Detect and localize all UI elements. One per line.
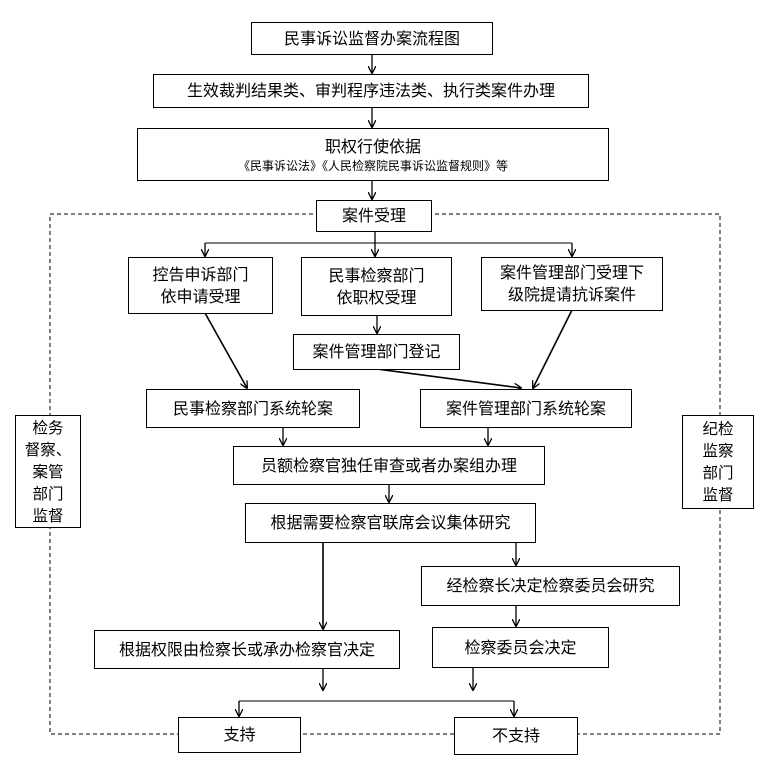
- civil-line2: 依职权受理: [336, 287, 417, 307]
- not-support-box: 不支持: [454, 717, 578, 755]
- committee-decision-label: 检察委员会决定: [464, 637, 577, 657]
- authority-decision-label: 根据权限由检察长或承办检察官决定: [118, 639, 375, 659]
- not-support-label: 不支持: [491, 726, 540, 745]
- right-side-line: 纪检: [702, 420, 734, 438]
- complaint-line2: 依申请受理: [160, 286, 241, 306]
- casemgmt-rotation-box: 案件管理部门系统轮案: [420, 389, 632, 428]
- committee-study-label: 经检察长决定检察委员会研究: [446, 576, 655, 595]
- right-supervision-box: 纪检 监察 部门 监督: [682, 415, 754, 509]
- left-side-line: 检务: [32, 418, 64, 437]
- scope-label: 生效裁判结果类、审判程序违法类、执行类案件办理: [186, 81, 555, 100]
- review-box: 员额检察官独任审查或者办案组办理: [233, 446, 545, 485]
- arrow-complaint-to-civil-rotation: [204, 312, 247, 388]
- complaint-line1: 控告申诉部门: [152, 264, 249, 284]
- registration-box: 案件管理部门登记: [293, 334, 460, 370]
- left-side-line: 案管: [32, 462, 64, 481]
- casemgmt-line1: 案件管理部门受理下: [499, 263, 644, 282]
- basis-box: 职权行使依据 《民事诉讼法》《人民检察院民事诉讼监督规则》等: [137, 128, 609, 181]
- authority-decision-box: 根据权限由检察长或承办检察官决定: [94, 630, 400, 669]
- acceptance-box: 案件受理: [316, 200, 432, 232]
- acceptance-label: 案件受理: [341, 206, 406, 225]
- right-side-line: 监督: [702, 486, 734, 504]
- title-label: 民事诉讼监督办案流程图: [283, 28, 460, 48]
- review-label: 员额检察官独任审查或者办案组办理: [260, 455, 517, 475]
- joint-meeting-label: 根据需要检察官联席会议集体研究: [270, 513, 511, 532]
- left-side-line: 督察、: [24, 440, 72, 459]
- right-side-line: 监察: [702, 442, 734, 460]
- arrow-registration-to-casemgmt-rotation: [376, 368, 521, 388]
- title-box: 民事诉讼监督办案流程图: [251, 22, 493, 55]
- casemgmt-line2: 级院提请抗诉案件: [507, 285, 636, 304]
- committee-study-box: 经检察长决定检察委员会研究: [421, 566, 680, 606]
- left-side-line: 监督: [32, 506, 64, 525]
- basis-title: 职权行使依据: [324, 136, 421, 156]
- civil-rotation-label: 民事检察部门系统轮案: [172, 398, 333, 418]
- civil-rotation-box: 民事检察部门系统轮案: [146, 389, 360, 428]
- casemgmt-rotation-label: 案件管理部门系统轮案: [445, 398, 606, 418]
- registration-label: 案件管理部门登记: [312, 342, 441, 361]
- support-box: 支持: [178, 717, 301, 753]
- right-side-line: 部门: [702, 464, 734, 482]
- complaint-box: 控告申诉部门 依申请受理: [128, 257, 273, 314]
- casemgmt-box: 案件管理部门受理下 级院提请抗诉案件: [481, 257, 663, 311]
- committee-decision-box: 检察委员会决定: [432, 627, 609, 668]
- civil-box: 民事检察部门 依职权受理: [301, 257, 452, 316]
- joint-meeting-box: 根据需要检察官联席会议集体研究: [245, 503, 536, 543]
- left-side-line: 部门: [32, 484, 64, 503]
- civil-line1: 民事检察部门: [328, 265, 425, 285]
- support-label: 支持: [223, 725, 256, 744]
- arrow-casemgmt-to-casemgmt-rotation: [533, 309, 573, 388]
- basis-refs: 《民事诉讼法》《人民检察院民事诉讼监督规则》等: [237, 158, 508, 173]
- scope-box: 生效裁判结果类、审判程序违法类、执行类案件办理: [153, 74, 589, 108]
- left-supervision-box: 检务 督察、 案管 部门 监督: [15, 415, 81, 528]
